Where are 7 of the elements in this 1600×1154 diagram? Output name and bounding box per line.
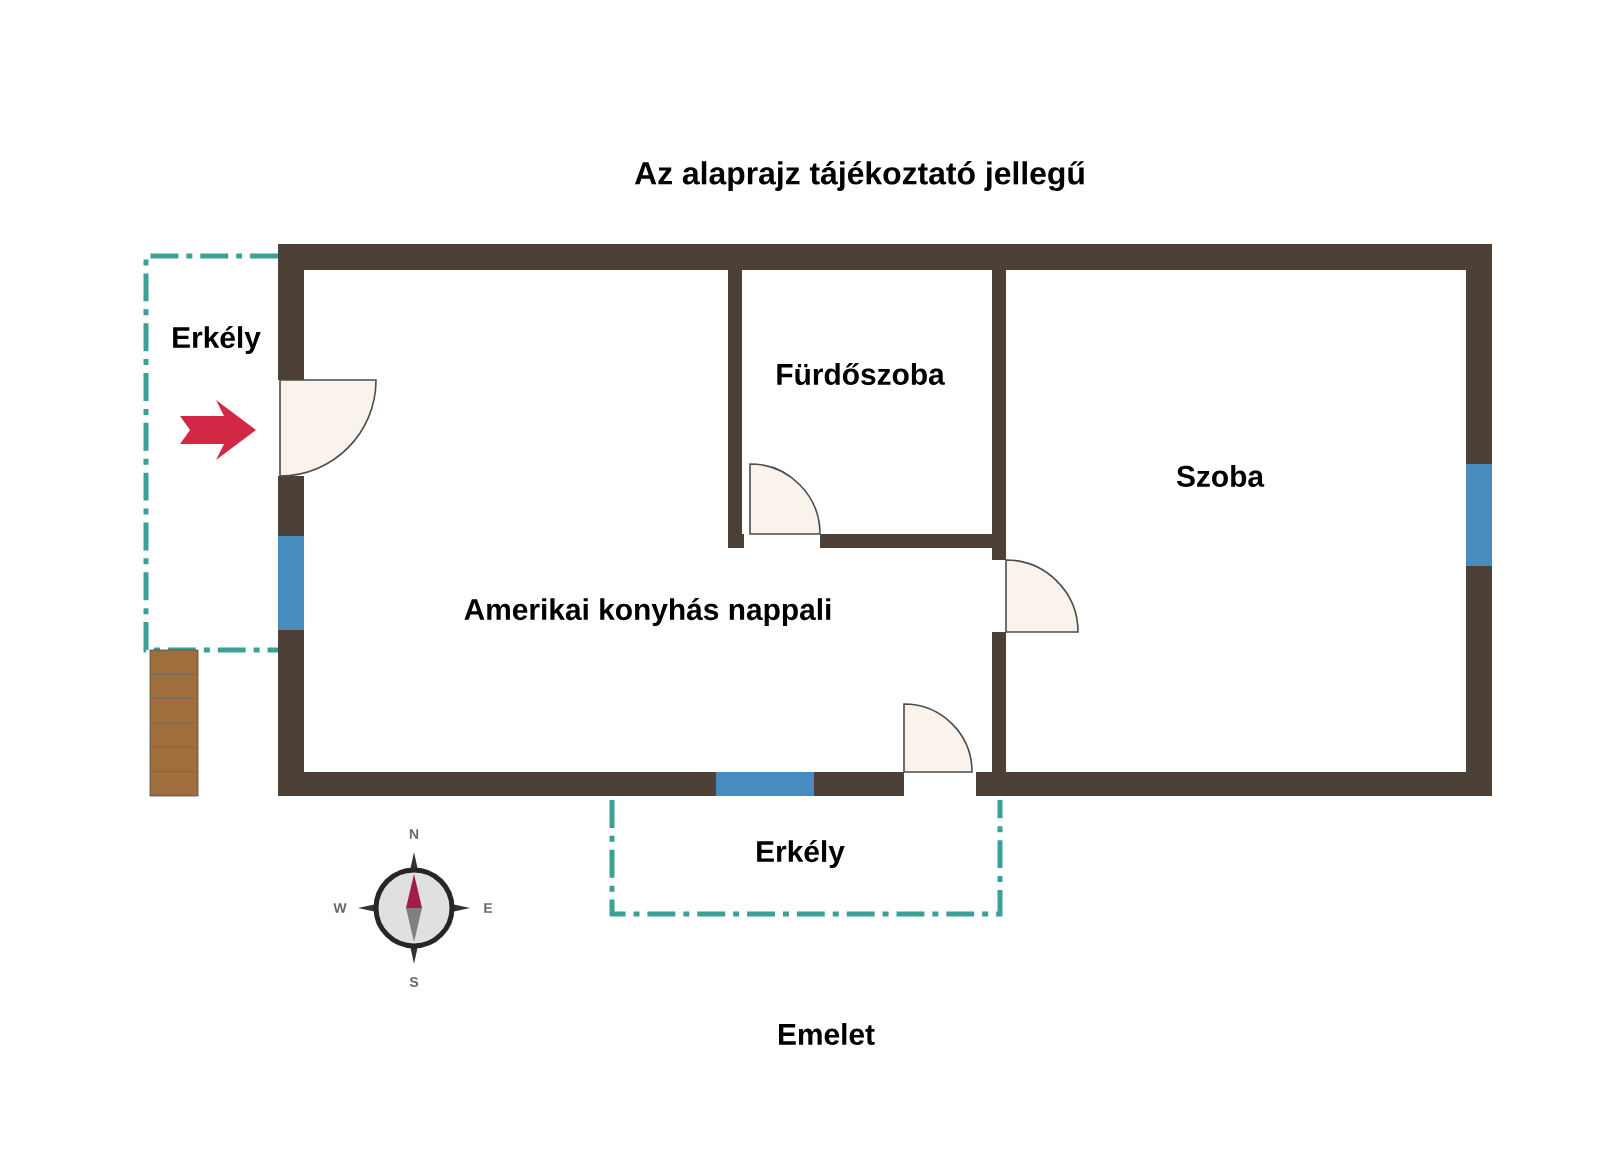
title: Az alaprajz tájékoztató jellegű	[634, 160, 1084, 192]
room-label: Fürdőszoba	[777, 363, 945, 385]
room-label: Szoba	[1176, 465, 1265, 487]
caption: Emelet	[779, 1023, 875, 1045]
room-label: Erkély	[173, 325, 261, 355]
room-label: Amerikai konyhás nappali	[464, 597, 831, 627]
room-label: Erkély	[757, 839, 845, 869]
